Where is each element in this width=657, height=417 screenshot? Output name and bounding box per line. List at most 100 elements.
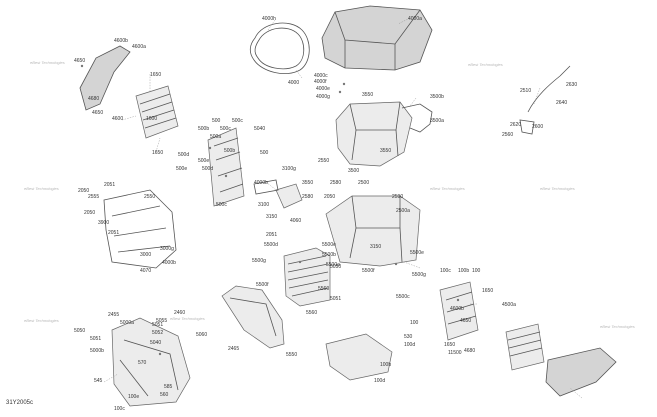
part-label: 585 <box>164 384 173 390</box>
part-label: 5000a <box>120 320 134 326</box>
part-label: 100 <box>472 268 481 274</box>
part-label: 5500e <box>322 242 336 248</box>
part-label: 3150 <box>370 244 382 250</box>
front-fascia-part <box>111 317 191 407</box>
part-label: 3550 <box>302 180 314 186</box>
part-label: 3500a <box>430 118 444 124</box>
part-label: 4000b <box>162 260 176 266</box>
part-label: 4000a <box>408 16 422 22</box>
part-label: 4600b <box>114 38 128 44</box>
part-label: 3150 <box>266 214 278 220</box>
part-label: 2051 <box>266 232 278 238</box>
front-grille-part <box>283 247 331 307</box>
lower-right-grille-part <box>505 323 545 371</box>
part-label: 3500b <box>430 94 444 100</box>
part-label: 500d <box>202 166 214 172</box>
part-label: 2510 <box>520 88 532 94</box>
part-label: 5060 <box>196 332 208 338</box>
part-label: 5052 <box>152 330 164 336</box>
part-label: 5560 <box>306 310 318 316</box>
part-label: 2580 <box>302 194 314 200</box>
watermark-text: eBest Technologies <box>430 186 465 191</box>
part-label: 100c <box>440 268 451 274</box>
part-label: 3550 <box>380 148 392 154</box>
part-label: 2640 <box>556 100 568 106</box>
part-label: 100b <box>380 362 392 368</box>
part-label: 2460 <box>174 310 186 316</box>
part-label: 5050 <box>330 264 342 270</box>
part-label: 1600 <box>146 116 158 122</box>
part-label: 3900 <box>98 220 110 226</box>
part-label: 1650 <box>444 342 456 348</box>
watermark-text: eBest Technologies <box>468 62 503 67</box>
storage-bin-part <box>335 101 413 167</box>
part-label: 2051 <box>104 182 116 188</box>
part-label: 5500d <box>264 242 278 248</box>
part-label: 3100g <box>282 166 296 172</box>
part-label: 2560 <box>502 132 514 138</box>
part-label: 4000f <box>314 79 327 85</box>
part-label: 4650 <box>92 110 104 116</box>
part-label: 5550 <box>286 352 298 358</box>
part-label: 500e <box>198 158 210 164</box>
part-label: 100c <box>114 406 125 412</box>
part-label: 5051 <box>90 336 102 342</box>
part-label: 1650 <box>150 72 162 78</box>
part-label: 2051 <box>108 230 120 236</box>
part-label: 4500a <box>502 302 516 308</box>
part-label: 11500 <box>448 350 462 356</box>
watermark-text: eBest Technologies <box>30 60 65 65</box>
fastener-dots <box>80 64 460 356</box>
part-label: 3100 <box>258 202 270 208</box>
part-label: 4060 <box>290 218 302 224</box>
part-label: 5051 <box>152 322 164 328</box>
part-label: 5500g <box>252 258 266 264</box>
part-label: 5500e <box>410 250 424 256</box>
diagram-code: 31Y2005c <box>6 400 34 406</box>
part-label: 100d <box>374 378 386 384</box>
part-label: 4000 <box>288 80 300 86</box>
part-label: 4000e <box>316 86 330 92</box>
part-label: 4000g <box>316 94 330 100</box>
part-label: 500a <box>210 134 222 140</box>
part-label: 5500f <box>362 268 375 274</box>
part-label: 3000 <box>140 252 152 258</box>
part-label: 4600 <box>112 116 124 122</box>
part-label: 5500g <box>412 272 426 278</box>
part-label: 4000b <box>254 180 268 186</box>
part-label: 5050 <box>74 328 86 334</box>
part-label: 3500 <box>348 168 360 174</box>
part-label: 2550 <box>318 158 330 164</box>
part-label: 2580 <box>330 180 342 186</box>
part-label: 4650 <box>74 58 86 64</box>
part-label: 2555 <box>88 194 100 200</box>
watermark-text: eBest Technologies <box>170 316 205 321</box>
watermark-text: eBest Technologies <box>24 186 59 191</box>
part-label: 100 <box>410 320 419 326</box>
part-label: 4680 <box>88 96 100 102</box>
part-label: 500b <box>198 126 210 132</box>
part-label: 5040 <box>254 126 266 132</box>
center-frame-part <box>325 195 421 267</box>
watermark-text: eBest Technologies <box>600 324 635 329</box>
part-label: 5055 <box>156 318 168 324</box>
part-label: 570 <box>138 360 147 366</box>
part-label: 500 <box>212 118 221 124</box>
part-label: 2465 <box>228 346 240 352</box>
part-label: 2050 <box>84 210 96 216</box>
lower-bezel-part <box>221 285 285 349</box>
mid-bracket-panel-part <box>207 127 245 207</box>
upper-left-bracket-part <box>79 45 131 111</box>
part-label: 3550 <box>362 92 374 98</box>
part-label: 2050 <box>78 188 90 194</box>
part-label: 4600b <box>450 306 464 312</box>
part-label: 2620 <box>510 122 522 128</box>
part-label: 2590 <box>392 194 404 200</box>
part-label: 5051 <box>330 296 342 302</box>
part-label: 2500 <box>358 180 370 186</box>
part-label: 1650 <box>482 288 494 294</box>
part-label: 5500f <box>256 282 269 288</box>
part-label: 5500b <box>322 252 336 258</box>
watermark-text: eBest Technologies <box>540 186 575 191</box>
